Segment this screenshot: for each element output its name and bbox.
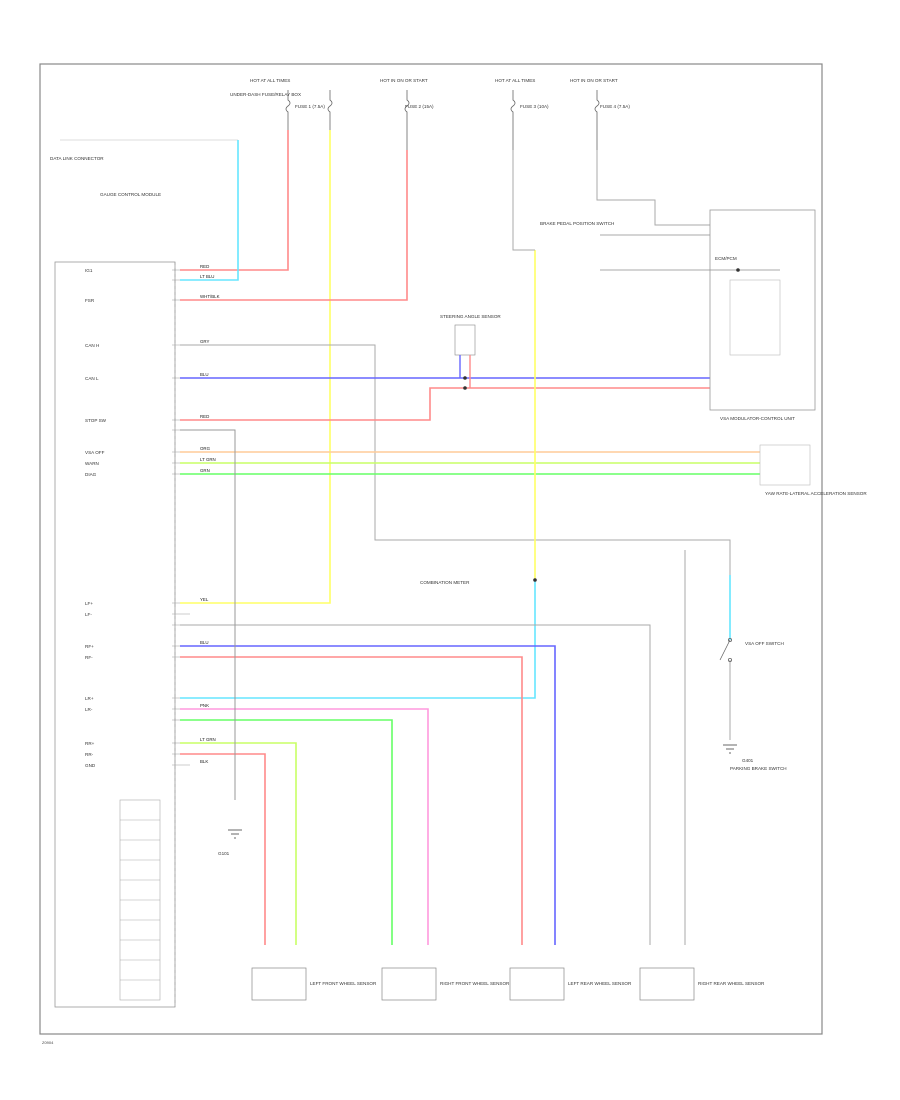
wire-label-gry: GRY xyxy=(200,339,210,344)
fuse-source-label-1: HOT AT ALL TIMES xyxy=(250,78,290,83)
wire-cyan-data-link xyxy=(180,140,239,281)
wire-label-org: ORG xyxy=(200,446,211,451)
wheel-sensor-right-front xyxy=(381,967,437,1001)
pin-label-diag: DIAG xyxy=(85,472,97,477)
combination-meter-label: COMBINATION METER xyxy=(420,580,470,585)
wire-label-pnk: PNK xyxy=(200,703,209,708)
pin-label-lf-plus: LF+ xyxy=(85,601,93,606)
fuse-source-label-4: HOT IN ON OR START xyxy=(570,78,618,83)
wheel-sensor-left-front xyxy=(251,967,307,1001)
wire-blue-lf xyxy=(180,645,556,945)
fuse-box-label: UNDER-DASH FUSE/RELAY BOX xyxy=(230,92,301,97)
ground-2-label: G401 xyxy=(742,758,754,763)
pin-label-warn: WARN xyxy=(85,461,99,466)
fuse-4-label: FUSE 4 (7.5A) xyxy=(600,104,630,109)
fuse-sources: HOT AT ALL TIMES HOT IN ON OR START HOT … xyxy=(230,78,630,109)
wire-label-blu-2: BLU xyxy=(200,640,209,645)
gauge-label: GAUGE CONTROL MODULE xyxy=(100,192,161,197)
wire-label-lt-blu: LT BLU xyxy=(200,274,214,279)
pin-label-vsa-off: VSA OFF xyxy=(85,450,105,455)
diagram-frame xyxy=(39,63,823,1035)
pin-label-lr-plus: LR+ xyxy=(85,696,94,701)
pin-label-can-h: CAN H xyxy=(85,343,99,348)
wire-green-lr xyxy=(180,719,393,945)
pin-label-stop-sw: STOP SW xyxy=(85,418,107,423)
vsa-off-switch-label: VSA OFF SWITCH xyxy=(745,641,784,646)
wire-yellow-fuse xyxy=(180,130,331,604)
ground-symbols xyxy=(228,744,737,839)
splice-connector xyxy=(454,324,476,388)
yaw-sensor-label: YAW RATE-LATERAL ACCELERATION SENSOR xyxy=(765,491,867,496)
wire-label-lt-grn-2: LT GRN xyxy=(200,737,216,742)
wire-gray-brake-switch xyxy=(512,150,535,251)
wire-label-blk: BLK xyxy=(200,759,208,764)
fuse-source-label-2: HOT IN ON OR START xyxy=(380,78,428,83)
wire-gray-gauge xyxy=(596,150,710,226)
pin-labels: IG1 FSR CAN H CAN L STOP SW VSA OFF WARN… xyxy=(85,268,107,768)
wheel-sensor-right-rear xyxy=(639,967,695,1001)
junction-dots xyxy=(463,268,740,582)
wire-label-red: RED xyxy=(200,264,209,269)
wire-gray-lf xyxy=(180,624,651,945)
wire-cyan-brake xyxy=(180,580,536,699)
fuse-1-label: FUSE 1 (7.5A) xyxy=(295,104,325,109)
fuse-symbols xyxy=(285,90,600,150)
wire-pink-lr xyxy=(180,708,429,945)
fuse-source-label-3: HOT AT ALL TIMES xyxy=(495,78,535,83)
rr-sensor-label: RIGHT REAR WHEEL SENSOR xyxy=(698,981,765,986)
data-link-connector: DATA LINK CONNECTOR GAUGE CONTROL MODULE xyxy=(50,139,238,197)
steering-label: STEERING ANGLE SENSOR xyxy=(440,314,501,319)
rf-sensor-label: RIGHT FRONT WHEEL SENSOR xyxy=(440,981,510,986)
wire-light-green-rr xyxy=(180,742,297,945)
wire-red-rf xyxy=(180,656,523,945)
lr-sensor-label: LEFT REAR WHEEL SENSOR xyxy=(568,981,632,986)
wire-ground xyxy=(180,429,236,800)
wire-gray-can-h xyxy=(180,344,731,575)
wire-label-grn: GRN xyxy=(200,468,210,473)
wire-label-yel: YEL xyxy=(200,597,209,602)
pin-label-rr-plus: RR+ xyxy=(85,741,95,746)
data-link-label: DATA LINK CONNECTOR xyxy=(50,156,104,161)
pin-label-ig1: IG1 xyxy=(85,268,93,273)
vsa-off-switch-symbol xyxy=(719,638,733,663)
lf-sensor-label: LEFT FRONT WHEEL SENSOR xyxy=(310,981,377,986)
vsa-modulator-footer-label: VSA MODULATOR-CONTROL UNIT xyxy=(720,416,795,421)
control-unit-connector xyxy=(54,261,176,1008)
ecm-pcm-label: ECM/PCM xyxy=(715,256,737,261)
wires xyxy=(180,130,780,945)
parking-switch-label: PARKING BRAKE SWITCH xyxy=(730,766,787,771)
wheel-sensors xyxy=(251,967,695,1001)
diagram-footer-code: Z0904 xyxy=(42,1040,54,1045)
vsa-modulator-box: VSA MODULATOR-CONTROL UNIT ECM/PCM xyxy=(709,209,816,421)
yaw-sensor-box xyxy=(759,444,811,486)
wire-pink-fuse-2 xyxy=(180,150,408,301)
wire-red-power xyxy=(180,130,289,271)
wire-red-stop xyxy=(180,387,710,421)
brake-switch-label: BRAKE PEDAL POSITION SWITCH xyxy=(540,221,614,226)
fuse-3-label: FUSE 3 (10A) xyxy=(520,104,549,109)
wire-red-rr xyxy=(180,753,266,945)
wire-label-wht-blk: WHT/BLK xyxy=(200,294,220,299)
pin-label-rf-plus: RF+ xyxy=(85,644,94,649)
pin-label-lf-minus: LF- xyxy=(85,612,92,617)
ground-pin-stack xyxy=(119,799,161,1001)
pin-label-gnd: GND xyxy=(85,763,96,768)
fuse-2-label: FUSE 2 (15A) xyxy=(405,104,434,109)
pin-label-can-l: CAN L xyxy=(85,376,99,381)
wheel-sensor-left-rear xyxy=(509,967,565,1001)
pin-label-rr-minus: RR- xyxy=(85,752,94,757)
pin-label-fsr: FSR xyxy=(85,298,95,303)
pin-label-lr-minus: LR- xyxy=(85,707,93,712)
wire-label-blu: BLU xyxy=(200,372,209,377)
wire-label-lt-grn: LT GRN xyxy=(200,457,216,462)
wire-label-red-2: RED xyxy=(200,414,209,419)
pin-label-rf-minus: RF- xyxy=(85,655,93,660)
ground-1-label: G101 xyxy=(218,851,230,856)
wire-labels: RED LT BLU WHT/BLK GRY BLU RED ORG LT GR… xyxy=(200,264,220,764)
